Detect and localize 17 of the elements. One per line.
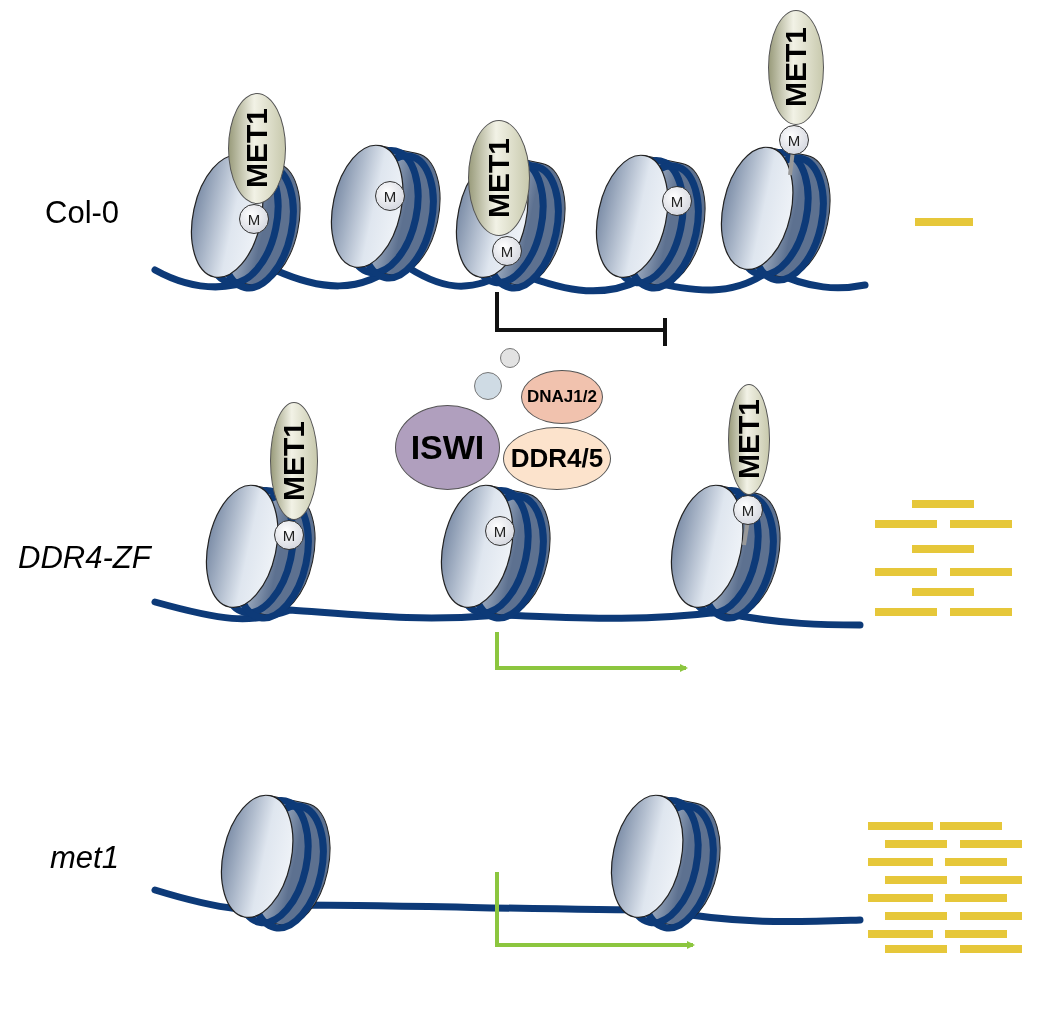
protein-name: MET1 [732,399,766,480]
genotype-label: DDR4-ZF [18,540,151,576]
protein-ellipse [270,402,318,520]
methyl-group-marker: M [779,125,809,155]
protein-complex-subunit: DDR4/5 [503,427,611,490]
protein-name: MET1 [240,108,274,189]
protein-name: MET1 [482,138,516,218]
protein-name: MET1 [277,421,311,501]
protein-subunit [500,348,520,368]
protein-ellipse [468,120,530,236]
protein-ellipse [728,384,770,495]
genotype-label: Col-0 [45,195,120,231]
protein-complex-subunit: ISWI [395,405,500,490]
genotype-label: met1 [50,840,119,876]
protein-complex-subunit: DNAJ1/2 [521,370,603,424]
protein-name: MET1 [779,27,813,108]
protein-subunit [474,372,502,400]
